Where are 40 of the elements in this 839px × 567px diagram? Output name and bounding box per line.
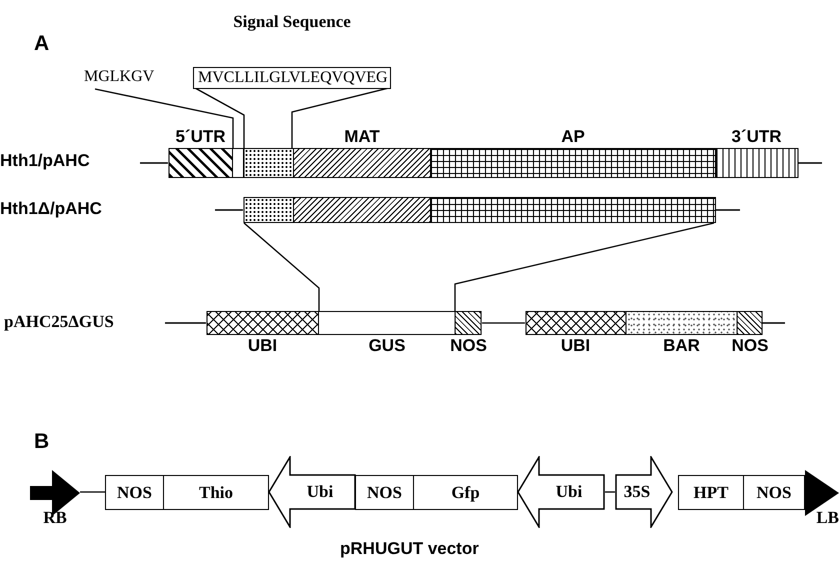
leader-line xyxy=(454,222,714,311)
construct-name: pAHC25ΔGUS xyxy=(4,312,114,332)
segment-label: UBI xyxy=(560,335,590,357)
dna-backbone-line xyxy=(80,491,105,493)
segment-label: NOS xyxy=(450,335,487,357)
sequence-text: MGLKGV xyxy=(84,66,154,88)
segment-label: AP xyxy=(561,126,585,148)
dna-backbone-line xyxy=(605,491,615,493)
leader-line xyxy=(94,88,234,148)
promoter-element: 35S xyxy=(615,456,673,528)
segment-label: GUS xyxy=(368,335,406,357)
segment-label: MAT xyxy=(344,126,380,148)
gene-element-box: NOS xyxy=(355,475,414,510)
panel-letter: B xyxy=(34,430,50,454)
leader-line xyxy=(194,87,245,148)
gene-element-box: NOS xyxy=(105,475,164,510)
promoter-element: Ubi xyxy=(517,456,605,528)
construct-name: Hth1/pAHC xyxy=(0,151,90,171)
gene-element-box: NOS xyxy=(743,475,805,510)
segment-label: 3´UTR xyxy=(731,126,782,148)
gene-segment-bar xyxy=(430,197,716,223)
segment-label: 5´UTR xyxy=(175,126,226,148)
spacer-segment-box xyxy=(232,148,244,178)
gene-element-box: HPT xyxy=(678,475,744,510)
panel-letter: A xyxy=(34,32,50,56)
callout-title: Signal Sequence xyxy=(233,11,351,33)
segment-label: NOS xyxy=(732,335,768,357)
gene-element-box: Gfp xyxy=(413,475,518,510)
segment-label: BAR xyxy=(663,335,700,357)
segment-label: UBI xyxy=(248,335,278,357)
gene-segment-bar xyxy=(243,148,294,178)
gene-segment-bar xyxy=(293,197,431,223)
dna-backbone-line xyxy=(482,322,525,324)
gene-element-box: Thio xyxy=(163,475,269,510)
sequence-box: MVCLLILGLVLEQVQVEG xyxy=(193,67,391,89)
leader-line xyxy=(244,222,320,311)
construct-name: pRHUGUT vector xyxy=(340,539,479,559)
gene-segment-bar xyxy=(243,197,294,223)
construct-name: Hth1Δ/pAHC xyxy=(0,199,102,219)
promoter-element: Ubi xyxy=(268,456,356,528)
